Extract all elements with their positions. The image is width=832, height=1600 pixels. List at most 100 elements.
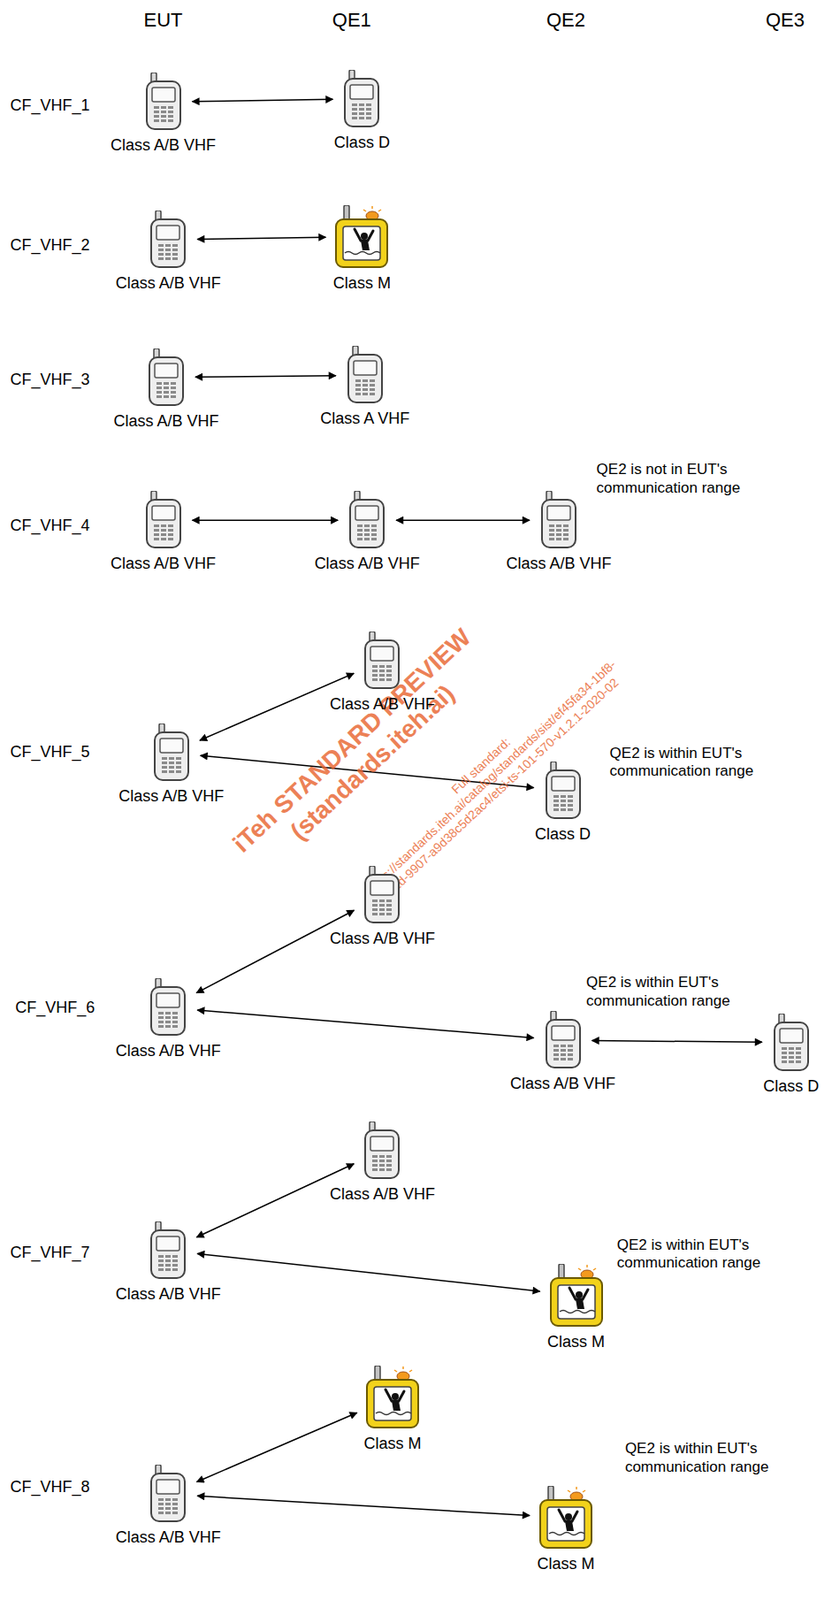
device-class-label: Class M (363, 1434, 421, 1453)
mob-device-node: Class M (364, 1365, 421, 1429)
test-case-label: CF_VHF_8 (10, 1477, 91, 1497)
icon-graphic (365, 865, 399, 923)
handheld-radio-icon (146, 210, 190, 269)
icon-graphic (151, 1221, 185, 1278)
vhf-radio-node: Class A/B VHF (360, 631, 404, 690)
icon-graphic (350, 490, 384, 548)
mob-device-node: Class M (537, 1485, 595, 1550)
range-note: QE2 is within EUT's communication range (586, 973, 748, 1010)
test-case-label: CF_VHF_1 (10, 95, 91, 115)
device-class-label: Class A/B VHF (314, 554, 420, 573)
column-header: QE1 (332, 8, 372, 31)
link-arrow (195, 375, 336, 378)
watermark-text: iTeh STANDARD PREVIEW (227, 622, 478, 859)
device-class-label: Class A VHF (320, 409, 410, 428)
vhf-radio-node: Class A/B VHF (142, 490, 185, 550)
link-arrow (197, 236, 326, 239)
device-class-label: Class M (537, 1554, 596, 1573)
device-class-label: Class A/B VHF (329, 929, 436, 948)
icon-graphic (154, 723, 189, 780)
handheld-radio-icon (145, 348, 188, 407)
icon-graphic (365, 1121, 399, 1178)
handheld-radio-icon (146, 977, 190, 1037)
mob-device-node: Class M (333, 205, 390, 269)
vhf-radio-node: Class A/B VHF (345, 490, 389, 550)
vhf-radio-node: Class A/B VHF (145, 348, 188, 407)
vhf-radio-node: Class A/B VHF (146, 210, 190, 269)
test-case-label: CF_VHF_6 (15, 998, 95, 1017)
test-case-label: CF_VHF_2 (10, 235, 91, 254)
handheld-radio-icon (360, 865, 404, 924)
icon-graphic (366, 1365, 419, 1428)
link-arrow (197, 1412, 358, 1481)
mob-beacon-icon (333, 205, 390, 269)
vhf-radio-node: Class A/B VHF (150, 723, 193, 782)
link-arrow (200, 755, 535, 787)
icon-graphic (541, 490, 576, 548)
handheld-radio-icon (360, 631, 404, 690)
handheld-radio-icon (541, 761, 585, 820)
device-class-label: Class A/B VHF (115, 1041, 222, 1061)
device-class-label: Class A/B VHF (110, 136, 216, 155)
watermark-text: https://standards.iteh.ai/catalog/standa… (364, 656, 620, 897)
link-arrow (191, 99, 333, 101)
column-header: QE2 (546, 8, 586, 31)
handheld-radio-icon (537, 490, 581, 550)
handheld-radio-icon (146, 1464, 190, 1523)
link-arrow (197, 1009, 534, 1038)
vhf-radio-node: Class A/B VHF (146, 1464, 190, 1523)
range-note: QE2 is within EUT's communication range (617, 1236, 779, 1273)
link-arrow (192, 519, 339, 521)
handheld-radio-icon (146, 1221, 190, 1280)
icon-graphic (146, 72, 181, 130)
link-arrow (196, 909, 354, 993)
device-class-label: Class A/B VHF (329, 694, 436, 714)
vhf-radio-node: Class A/B VHF (537, 490, 581, 550)
handheld-radio-icon (343, 345, 387, 405)
device-class-label: Class D (534, 824, 591, 844)
icon-graphic (151, 977, 185, 1035)
handheld-radio-icon (770, 1013, 813, 1072)
watermark: iTeh STANDARD PREVIEW(standards.iteh.ai) (227, 622, 498, 880)
vhf-radio-node: Class A/B VHF (146, 1221, 190, 1280)
vhf-radio-node: Class A/B VHF (360, 1121, 404, 1180)
column-header: EUT (144, 8, 184, 31)
link-arrow (197, 1495, 530, 1515)
icon-graphic (550, 1263, 603, 1326)
icon-graphic (151, 1464, 185, 1521)
device-class-label: Class A/B VHF (115, 1284, 222, 1304)
link-arrow (396, 519, 530, 521)
range-note: QE2 is within EUT's communication range (610, 744, 771, 781)
mob-beacon-icon (537, 1485, 595, 1550)
column-header: QE3 (765, 8, 805, 31)
handheld-radio-icon (142, 72, 185, 131)
test-case-label: CF_VHF_3 (10, 370, 91, 390)
device-class-label: Class A/B VHF (505, 554, 611, 573)
test-case-label: CF_VHF_5 (10, 742, 91, 762)
icon-graphic (365, 631, 399, 688)
vhf-radio-node: Class D (340, 69, 383, 129)
mob-device-node: Class M (548, 1263, 605, 1328)
icon-graphic (335, 205, 388, 268)
range-note: QE2 is within EUT's communication range (625, 1439, 787, 1476)
icon-graphic (774, 1013, 809, 1070)
device-class-label: Class A/B VHF (113, 412, 219, 431)
mob-beacon-icon (364, 1365, 421, 1429)
handheld-radio-icon (150, 723, 193, 782)
test-case-label: CF_VHF_4 (10, 516, 91, 535)
icon-graphic (344, 69, 379, 127)
device-class-label: Class A/B VHF (115, 274, 222, 293)
link-arrow (592, 1040, 763, 1043)
device-class-label: Class A/B VHF (510, 1074, 616, 1093)
icon-graphic (151, 210, 185, 268)
handheld-radio-icon (340, 69, 383, 129)
vhf-radio-node: Class A/B VHF (146, 977, 190, 1037)
handheld-radio-icon (345, 490, 389, 550)
device-class-label: Class A/B VHF (115, 1527, 222, 1547)
vhf-radio-node: Class D (770, 1013, 813, 1072)
icon-graphic (149, 348, 184, 405)
handheld-radio-icon (360, 1121, 404, 1180)
device-class-label: Class A/B VHF (118, 786, 224, 806)
vhf-radio-node: Class A/B VHF (142, 72, 185, 131)
